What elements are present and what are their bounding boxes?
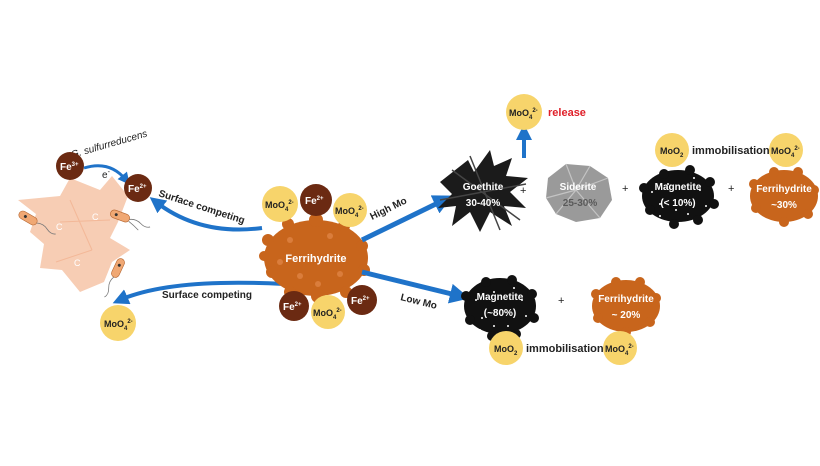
fe2-charge: 2+ <box>140 184 147 190</box>
surface-competing-label-top: Surface competing <box>157 188 246 226</box>
goethite-crystal: Goethite 30-40% <box>438 150 528 232</box>
svg-text:Fe2+: Fe2+ <box>305 196 324 207</box>
magnetite-high-percent: (< 10%) <box>660 198 695 209</box>
magnetite-low-name: Magnetite <box>477 292 524 303</box>
siderite-crystal: Siderite 25-30% <box>545 163 612 222</box>
low-mo-label: Low Mo <box>399 292 438 312</box>
organism-label: G. sulfurreducens <box>70 129 149 161</box>
siderite-name: Siderite <box>560 182 597 193</box>
fe2-ion-bottom-right: Fe2+ <box>347 285 377 315</box>
svg-text:MoO42-: MoO42- <box>509 108 538 121</box>
surface-competing-arrow-top <box>149 197 263 232</box>
magnetite-high-name: Magnetite <box>655 182 702 193</box>
ferrihydrite-low-name: Ferrihydrite <box>598 294 654 305</box>
svg-text:MoO42-: MoO42- <box>104 319 133 332</box>
svg-text:e-: e- <box>102 169 111 181</box>
svg-text:MoO42-: MoO42- <box>265 200 294 213</box>
fe3-text: Fe <box>60 162 72 173</box>
immobilisation-label-bottom: immobilisation <box>526 343 604 355</box>
surface-competing-label-bottom: Surface competing <box>162 290 252 301</box>
moo4-ion-immobilisation-bottom: MoO42- <box>603 331 637 365</box>
carbon-label-1: C <box>56 222 63 232</box>
siderite-percent: 25-30% <box>563 198 598 209</box>
low-mo-arrow <box>361 269 470 304</box>
ferrihydrite-high-percent: ~30% <box>771 200 797 211</box>
high-mo-arrow <box>360 195 453 243</box>
moo4-ion-bottom: MoO42- <box>311 295 345 329</box>
bacteria-cluster: C C C <box>18 176 151 298</box>
carbon-label-3: C <box>74 258 81 268</box>
svg-text:Fe2+: Fe2+ <box>351 296 370 307</box>
fe2-ion-top: Fe2+ <box>300 184 332 216</box>
plus-1: + <box>520 185 526 197</box>
ferrihydrite-low-percent: ~ 20% <box>612 310 641 321</box>
svg-text:MoO42-: MoO42- <box>335 206 364 219</box>
goethite-name: Goethite <box>463 182 504 193</box>
fe2-ion-bottom-left: Fe2+ <box>279 291 309 321</box>
magnetite-high: Magnetite (< 10%) <box>639 165 719 229</box>
moo4-ion-immobilisation-top: MoO42- <box>769 133 803 167</box>
plus-2: + <box>622 183 628 195</box>
svg-text:MoO42-: MoO42- <box>771 146 800 159</box>
moo4-ion-top-right: MoO42- <box>333 193 367 227</box>
fe2-ion-bacteria: Fe2+ <box>124 174 152 202</box>
moo2-ion-top: MoO2 <box>655 133 689 167</box>
svg-text:MoO42-: MoO42- <box>605 344 634 357</box>
moo4-ion-release: MoO42- <box>506 94 542 130</box>
electron-charge: - <box>108 169 111 176</box>
svg-text:Fe2+: Fe2+ <box>128 184 147 195</box>
carbon-label-2: C <box>92 212 99 222</box>
fe3-ion: Fe3+ <box>56 152 84 180</box>
magnetite-low: Magnetite (~80%) <box>461 275 539 341</box>
plus-4: + <box>558 295 564 307</box>
moo2-ion-bottom: MoO2 <box>489 331 523 365</box>
electron-label: e <box>102 170 108 181</box>
release-label: release <box>548 107 586 119</box>
svg-text:MoO42-: MoO42- <box>313 308 342 321</box>
svg-text:MoO2: MoO2 <box>660 146 684 159</box>
magnetite-low-percent: (~80%) <box>484 308 517 319</box>
moo4-ion-left: MoO42- <box>100 305 136 341</box>
fe3-charge: 3+ <box>72 162 79 168</box>
fe2-text: Fe <box>128 184 140 195</box>
ferrihydrite-low: Ferrihydrite ~ 20% <box>591 277 661 337</box>
surface-competing-arrow-bottom <box>112 280 285 305</box>
svg-text:Fe2+: Fe2+ <box>283 302 302 313</box>
svg-text:MoO2: MoO2 <box>494 344 518 357</box>
bacteria-biofilm-shape <box>18 176 130 292</box>
goethite-percent: 30-40% <box>466 198 501 209</box>
svg-text:Fe3+: Fe3+ <box>60 162 79 173</box>
reduction-arrow <box>83 164 130 185</box>
plus-3: + <box>728 183 734 195</box>
bacterium-cell-3 <box>104 258 125 298</box>
ferrihydrite-center-label: Ferrihydrite <box>285 253 346 265</box>
bacterium-cell-1 <box>18 210 56 235</box>
bacterium-cell-2 <box>110 209 151 231</box>
ferrihydrite-high-name: Ferrihydrite <box>756 184 812 195</box>
immobilisation-label-top: immobilisation <box>692 145 770 157</box>
moo4-ion-top-left: MoO42- <box>262 186 298 222</box>
ferrihydrite-high: Ferrihydrite ~30% <box>749 167 819 227</box>
